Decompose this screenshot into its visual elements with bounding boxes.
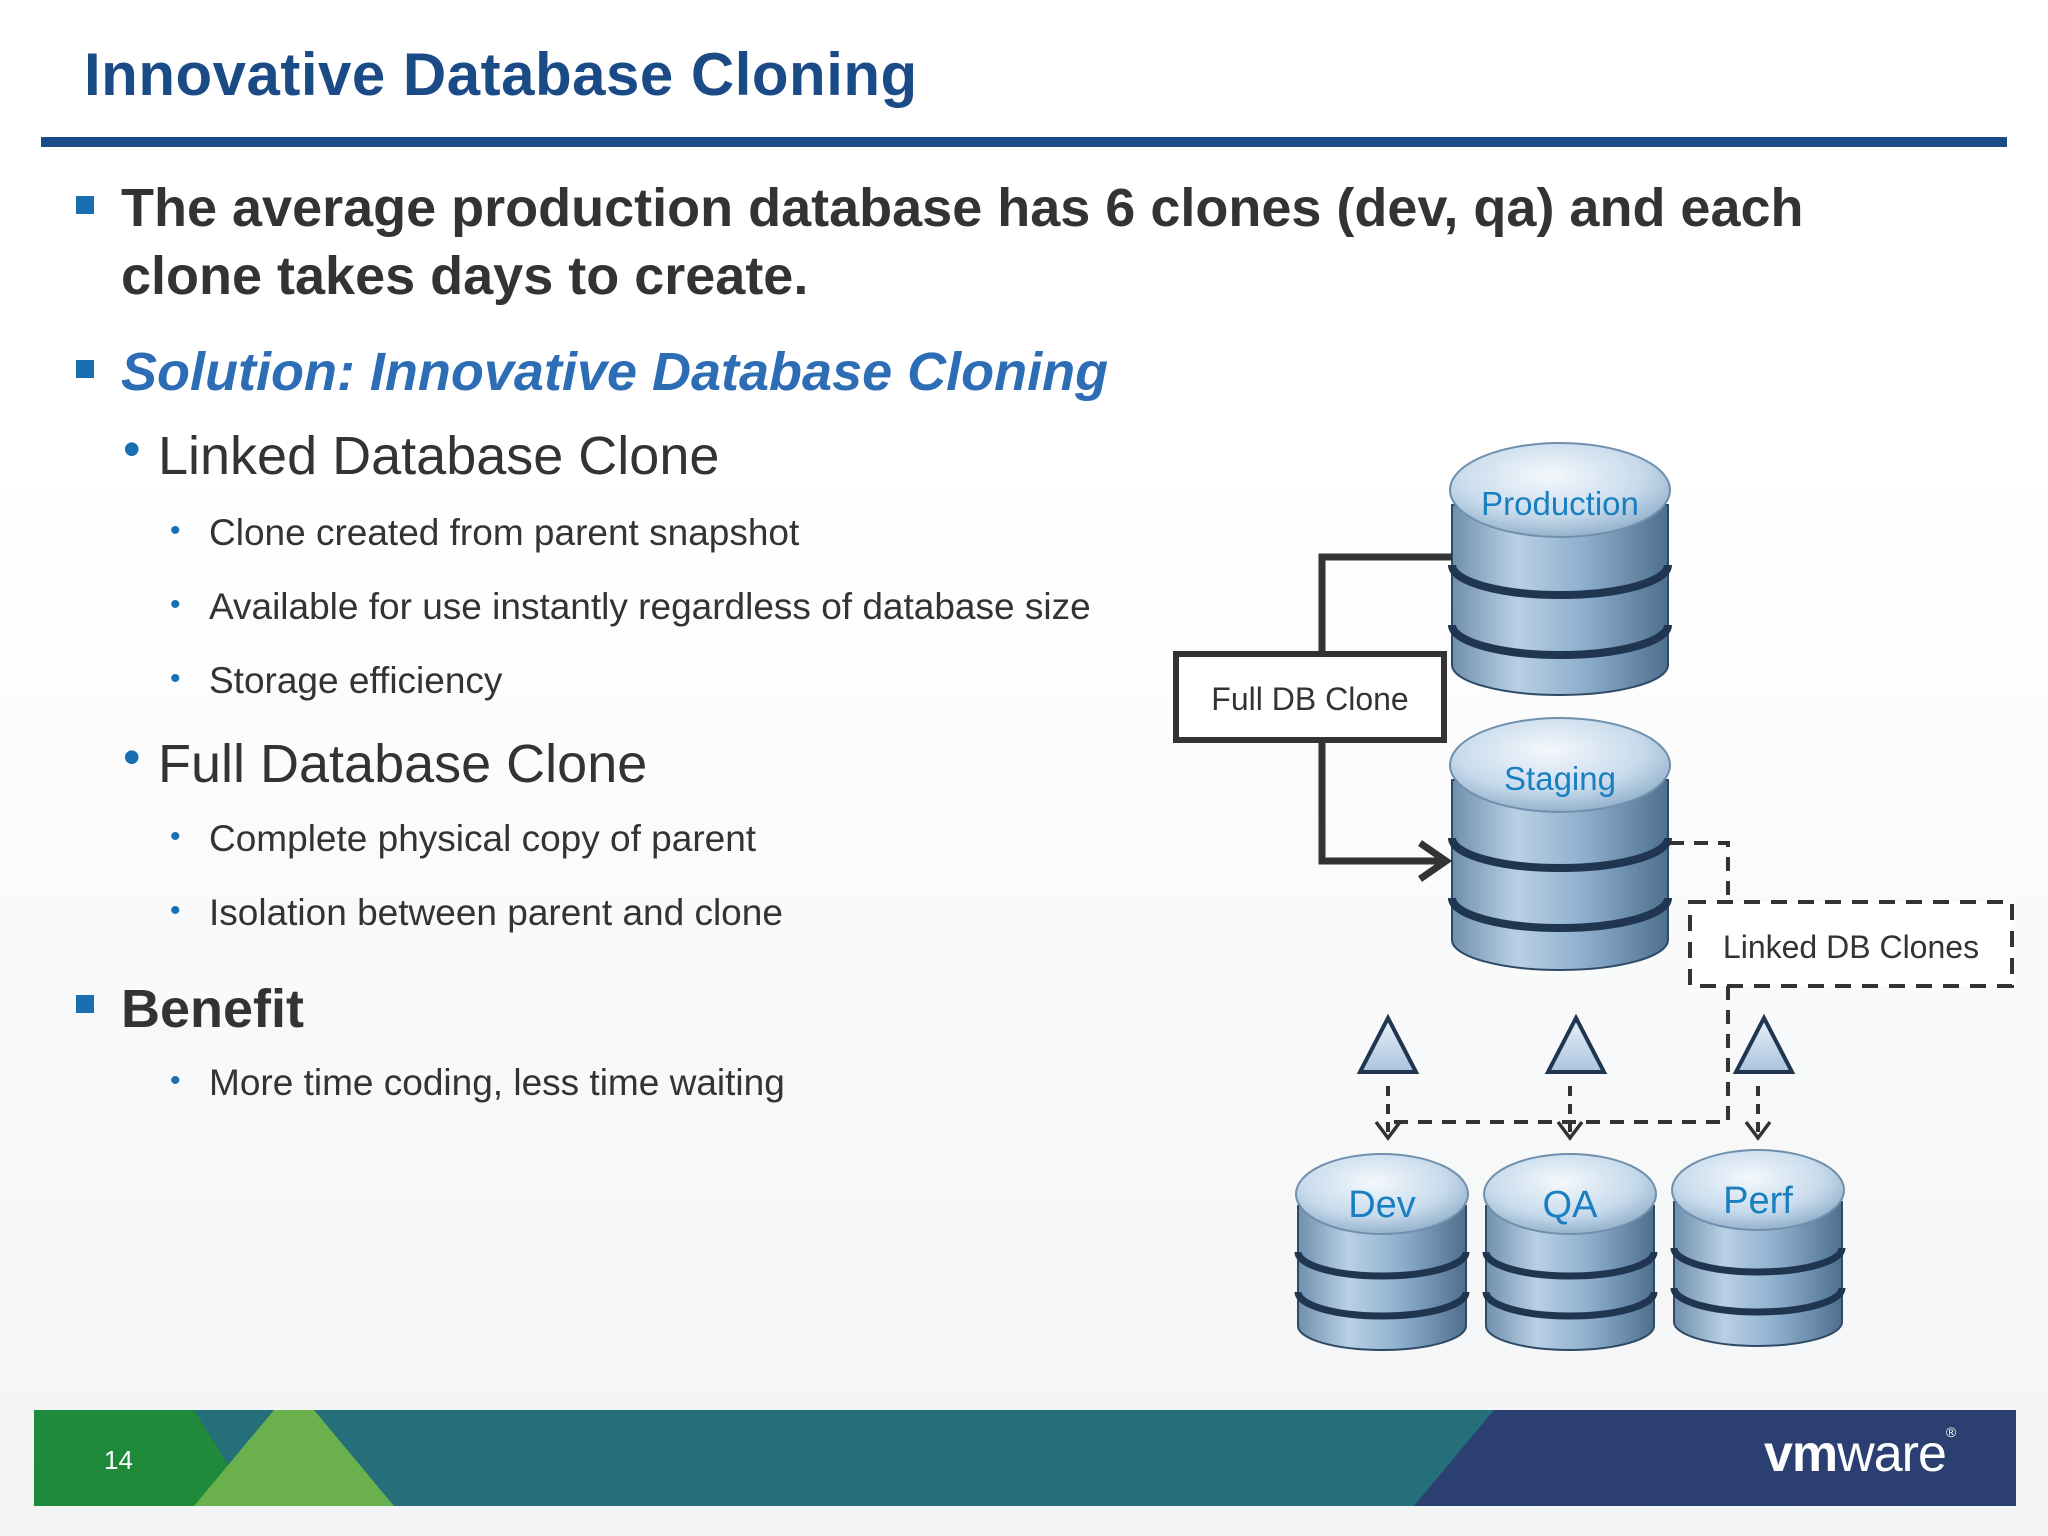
linked-connector-top bbox=[1670, 841, 1730, 902]
delta-triangle-icon bbox=[1356, 1013, 1420, 1074]
perf-database-icon bbox=[1670, 1149, 1846, 1347]
arrow-down-icon bbox=[1744, 1120, 1772, 1141]
square-bullet-icon bbox=[76, 995, 94, 1013]
footer-band bbox=[34, 1410, 2016, 1506]
benefit-item-1: More time coding, less time waiting bbox=[209, 1062, 785, 1103]
slide-title: Innovative Database Cloning bbox=[84, 41, 918, 108]
linked-item-2: Available for use instantly regardless o… bbox=[209, 586, 1091, 627]
dot-bullet-icon: • bbox=[170, 662, 181, 695]
full-clone-connector-bottom bbox=[1318, 740, 1440, 865]
linked-item-1: Clone created from parent snapshot bbox=[209, 512, 800, 553]
logo-bold: vm bbox=[1764, 1425, 1838, 1483]
dot-bullet-icon: • bbox=[170, 894, 181, 927]
delta-triangle-icon bbox=[1544, 1013, 1608, 1074]
full-clone-connector-top bbox=[1318, 553, 1452, 652]
footer-triangle bbox=[194, 1410, 394, 1506]
staging-label: Staging bbox=[1504, 760, 1616, 797]
arrow-head-icon bbox=[1418, 840, 1453, 882]
linked-clones-box bbox=[1688, 900, 2014, 988]
dev-label: Dev bbox=[1348, 1184, 1416, 1226]
logo-rest: ware bbox=[1837, 1425, 1947, 1483]
vmware-logo: vmware® bbox=[1764, 1424, 1956, 1484]
arrow-down-icon bbox=[1556, 1120, 1584, 1141]
delta-triangle-icon bbox=[1732, 1013, 1796, 1074]
square-bullet-icon bbox=[76, 196, 94, 214]
production-database-icon bbox=[1448, 442, 1672, 696]
full-clone-heading: Full Database Clone bbox=[158, 734, 648, 794]
solution-heading: Solution: Innovative Database Cloning bbox=[121, 342, 1109, 402]
full-clone-box bbox=[1173, 651, 1447, 743]
problem-line-1: The average production database has 6 cl… bbox=[121, 178, 1804, 238]
qa-label: QA bbox=[1543, 1184, 1599, 1226]
linked-clones-label: Linked DB Clones bbox=[1723, 929, 1979, 965]
dot-bullet-icon: • bbox=[170, 820, 181, 853]
full-clone-label: Full DB Clone bbox=[1211, 681, 1408, 717]
dot-bullet-icon: • bbox=[170, 514, 181, 547]
full-item-1: Complete physical copy of parent bbox=[209, 818, 757, 859]
dev-database-icon bbox=[1294, 1153, 1470, 1351]
cloning-diagram: Production Staging Full DB Clone Linked … bbox=[1173, 442, 2014, 1351]
dot-bullet-icon: • bbox=[170, 588, 181, 621]
logo-registered-mark: ® bbox=[1945, 1424, 1956, 1440]
dot-bullet-icon: • bbox=[170, 1064, 181, 1097]
production-label: Production bbox=[1481, 485, 1639, 522]
title-underline bbox=[41, 137, 2007, 147]
linked-item-3: Storage efficiency bbox=[209, 660, 503, 701]
dot-bullet-icon: • bbox=[123, 729, 141, 785]
linked-connector-bus bbox=[1388, 986, 1730, 1124]
perf-label: Perf bbox=[1723, 1180, 1793, 1222]
footer-green-block bbox=[34, 1410, 254, 1506]
footer-navy-block bbox=[1414, 1410, 2016, 1506]
problem-line-2: clone takes days to create. bbox=[121, 246, 809, 306]
square-bullet-icon bbox=[76, 360, 94, 378]
dot-bullet-icon: • bbox=[123, 421, 141, 477]
linked-clone-heading: Linked Database Clone bbox=[158, 426, 720, 486]
benefit-heading: Benefit bbox=[121, 979, 305, 1039]
qa-database-icon bbox=[1482, 1153, 1658, 1351]
arrow-down-icon bbox=[1374, 1120, 1402, 1141]
full-item-2: Isolation between parent and clone bbox=[209, 892, 783, 933]
staging-database-icon bbox=[1448, 717, 1672, 971]
page-number: 14 bbox=[104, 1445, 133, 1475]
